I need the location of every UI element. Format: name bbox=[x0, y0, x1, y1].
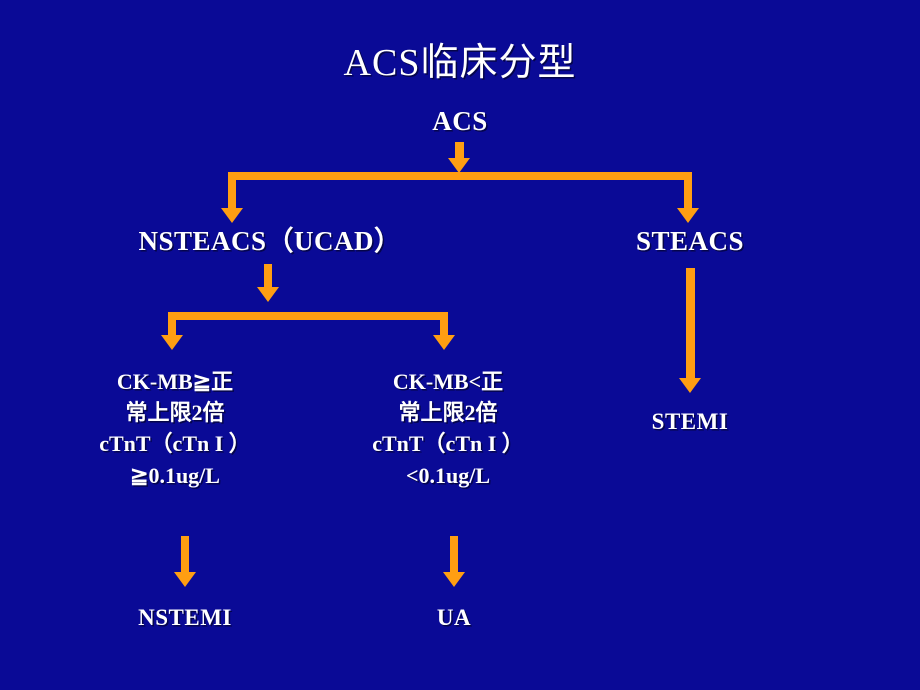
criteria-left-line-2: 常上限2倍 bbox=[125, 400, 225, 426]
criteria-left-line-3: cTnT（cTn I ） bbox=[99, 431, 251, 457]
criteria-right-line-4: <0.1ug/L bbox=[405, 462, 491, 488]
arrowhead-icon bbox=[174, 572, 196, 587]
connector-segment-horizontal bbox=[168, 312, 448, 320]
arrowhead-icon bbox=[161, 335, 183, 350]
node-ua: UA bbox=[436, 605, 472, 630]
criteria-right-line-1: CK-MB<正 bbox=[392, 369, 504, 394]
arrowhead-icon bbox=[443, 572, 465, 587]
connector-segment-vertical bbox=[168, 312, 176, 340]
criteria-block-left: CK-MB≧正 常上限2倍 cTnT（cTn I ） ≧0.1ug/L bbox=[60, 366, 290, 491]
connector-segment-vertical bbox=[450, 536, 458, 574]
page-title: ACS临床分型 bbox=[343, 42, 577, 84]
node-acs-root: ACS bbox=[432, 106, 488, 136]
connector-segment-horizontal bbox=[228, 172, 692, 180]
connector-segment-vertical bbox=[228, 172, 236, 214]
node-steacs: STEACS bbox=[635, 226, 745, 256]
criteria-block-right: CK-MB<正 常上限2倍 cTnT（cTn I ） <0.1ug/L bbox=[333, 366, 563, 491]
criteria-left-line-4: ≧0.1ug/L bbox=[130, 462, 220, 488]
node-nsteacs: NSTEACS（UCAD） bbox=[138, 226, 402, 256]
criteria-right-line-2: 常上限2倍 bbox=[398, 400, 498, 426]
connector-segment-vertical bbox=[264, 264, 272, 292]
arrowhead-icon bbox=[677, 208, 699, 223]
criteria-right-line-3: cTnT（cTn I ） bbox=[372, 431, 524, 457]
connector-segment-vertical bbox=[684, 172, 692, 214]
connector-segment-vertical bbox=[686, 268, 695, 380]
node-nstemi: NSTEMI bbox=[138, 605, 232, 630]
criteria-left-line-1: CK-MB≧正 bbox=[116, 369, 234, 394]
arrowhead-icon bbox=[433, 335, 455, 350]
arrowhead-icon bbox=[257, 287, 279, 302]
node-stemi: STEMI bbox=[651, 409, 729, 434]
arrowhead-icon bbox=[679, 378, 701, 393]
connector-segment-vertical bbox=[181, 536, 189, 574]
connector-segment-vertical bbox=[440, 312, 448, 340]
connector-segment-vertical bbox=[455, 142, 464, 164]
arrowhead-icon bbox=[221, 208, 243, 223]
arrowhead-icon bbox=[448, 158, 470, 173]
